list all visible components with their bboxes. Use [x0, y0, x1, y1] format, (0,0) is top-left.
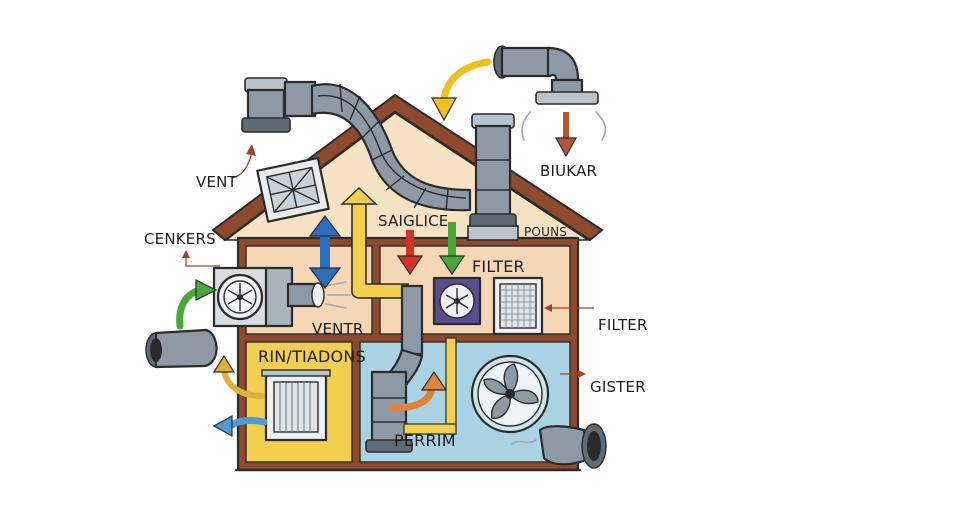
- filter-grille-icon: [492, 276, 544, 336]
- duct-icon: [493, 45, 599, 105]
- airflow-arrow-icon: [396, 230, 424, 276]
- airflow-arrow-icon: [308, 215, 342, 289]
- hvac-unit-icon: [261, 369, 331, 442]
- label-saiglice: SAIGLICE: [378, 212, 448, 230]
- roof-duct-system: [241, 45, 607, 241]
- supply-duct: [340, 187, 409, 299]
- airflow-arrow-icon: [438, 222, 466, 276]
- label-filter-room: FILTER: [472, 257, 525, 276]
- airflow-arrow-icon: [176, 279, 218, 330]
- labels: VENT CENKERS BIUKAR SAIGLICE POUNS FILTE…: [144, 162, 648, 450]
- fan-icon: [432, 276, 482, 326]
- airflow-arrow-icon: [388, 370, 448, 412]
- fan-icon: [470, 354, 550, 434]
- duct-icon: [365, 284, 424, 453]
- label-cenkers: CENKERS: [144, 230, 216, 248]
- airflow-arrow-icon: [440, 58, 492, 104]
- duct-icon: [467, 113, 519, 241]
- fan-icon: [216, 273, 264, 321]
- return-duct: [403, 337, 457, 435]
- duct-icon: [538, 423, 607, 469]
- label-pouns: POUNS: [524, 225, 567, 239]
- label-pointers: [182, 144, 594, 378]
- label-gister: GISTER: [590, 378, 646, 396]
- label-perrim: PERRIM: [394, 431, 456, 450]
- label-rintiadons: RIN/TIADONS: [258, 347, 366, 366]
- label-filter-side: FILTER: [598, 316, 648, 334]
- label-biukar: BIUKAR: [540, 162, 597, 180]
- airflow-arrow-icon: [212, 414, 268, 438]
- airflow-arrow-icon: [212, 354, 265, 399]
- vent-grille-icon: [256, 156, 330, 223]
- label-ventr: VENTR: [312, 320, 364, 338]
- duct-icon: [145, 328, 218, 369]
- duct-icon: [241, 77, 317, 133]
- label-vent: VENT: [196, 173, 238, 191]
- airflow-arrows-roof: [430, 58, 578, 158]
- fan-unit: [212, 266, 351, 328]
